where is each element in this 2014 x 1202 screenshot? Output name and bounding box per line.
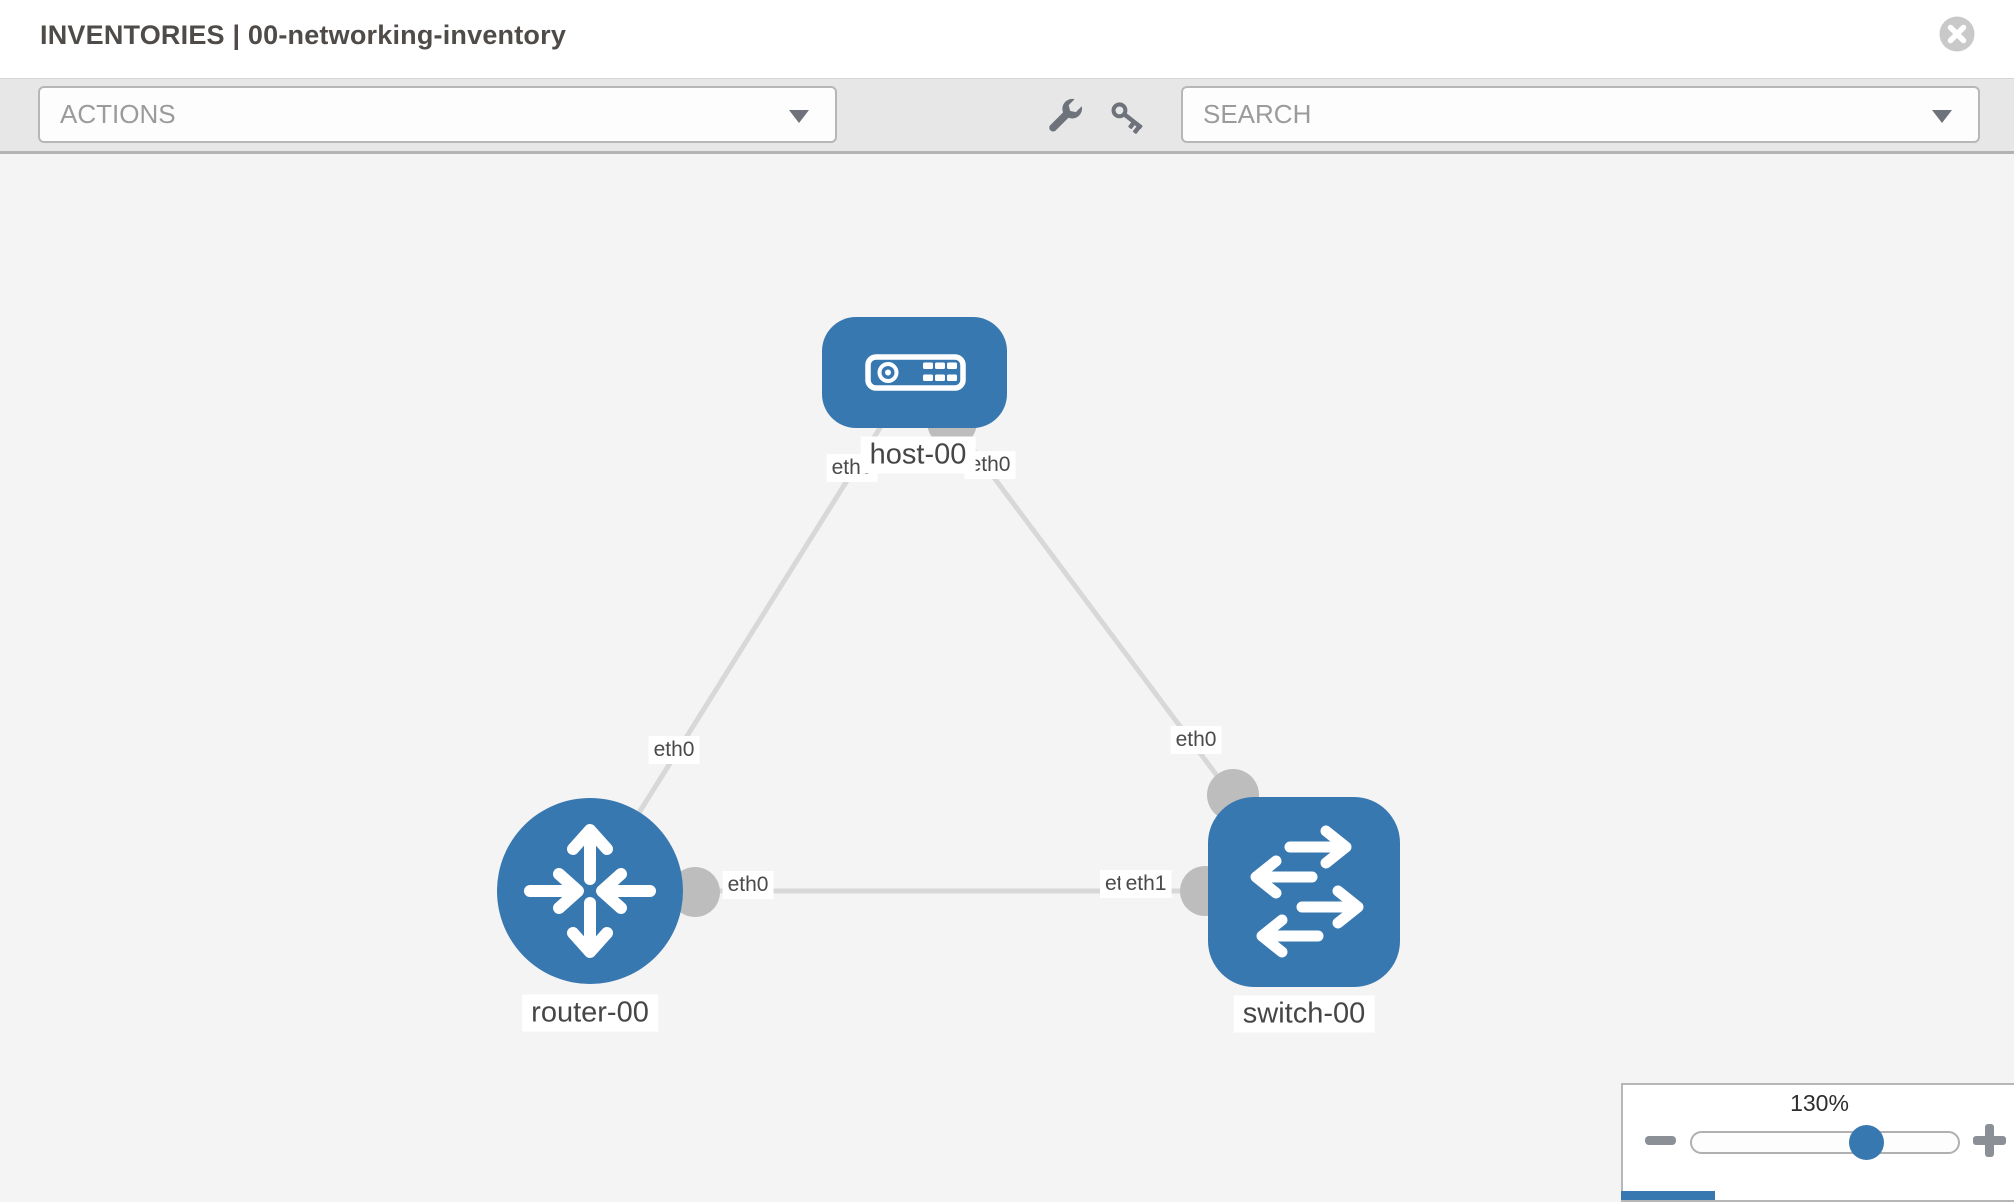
node-label-switch: switch-00 (1233, 995, 1375, 1033)
switch-icon (1250, 825, 1364, 958)
header: INVENTORIES | 00-networking-inventory (0, 0, 2014, 78)
zoom-control-panel: 130% (1621, 1083, 2014, 1202)
toolbar: ACTIONS SEARCH (0, 78, 2014, 154)
search-input-placeholder: SEARCH (1203, 99, 1312, 129)
page-title: INVENTORIES | 00-networking-inventory (40, 20, 567, 50)
node-label-router: router-00 (522, 994, 658, 1032)
search-dropdown[interactable]: SEARCH (1181, 86, 1980, 143)
minus-icon[interactable] (1645, 1136, 1676, 1145)
node-host-00[interactable] (822, 317, 1007, 428)
node-router-00[interactable] (497, 798, 683, 984)
zoom-slider-knob[interactable] (1849, 1125, 1884, 1160)
interface-label: eth0 (722, 871, 774, 899)
chevron-down-icon (789, 110, 809, 123)
router-icon (524, 824, 656, 958)
interface-label: eth1 (1120, 870, 1172, 898)
actions-dropdown[interactable]: ACTIONS (38, 86, 837, 143)
zoom-slider-track[interactable] (1690, 1125, 1960, 1160)
plus-icon[interactable] (1973, 1124, 2006, 1157)
node-switch-00[interactable] (1208, 797, 1400, 987)
interface-label: eth0 (1170, 726, 1222, 754)
actions-dropdown-label: ACTIONS (60, 99, 176, 129)
chevron-down-icon (1932, 110, 1952, 123)
bottom-accent-strip (1621, 1191, 1715, 1200)
close-icon[interactable] (1938, 15, 1976, 53)
interface-label: eth0 (648, 736, 700, 764)
endpoint-dot (670, 867, 720, 917)
node-label-host: host-00 (860, 436, 976, 474)
wrench-icon[interactable] (1044, 97, 1084, 137)
key-icon[interactable] (1108, 97, 1150, 139)
zoom-level-label: 130% (1790, 1090, 1849, 1116)
host-icon (865, 354, 966, 391)
